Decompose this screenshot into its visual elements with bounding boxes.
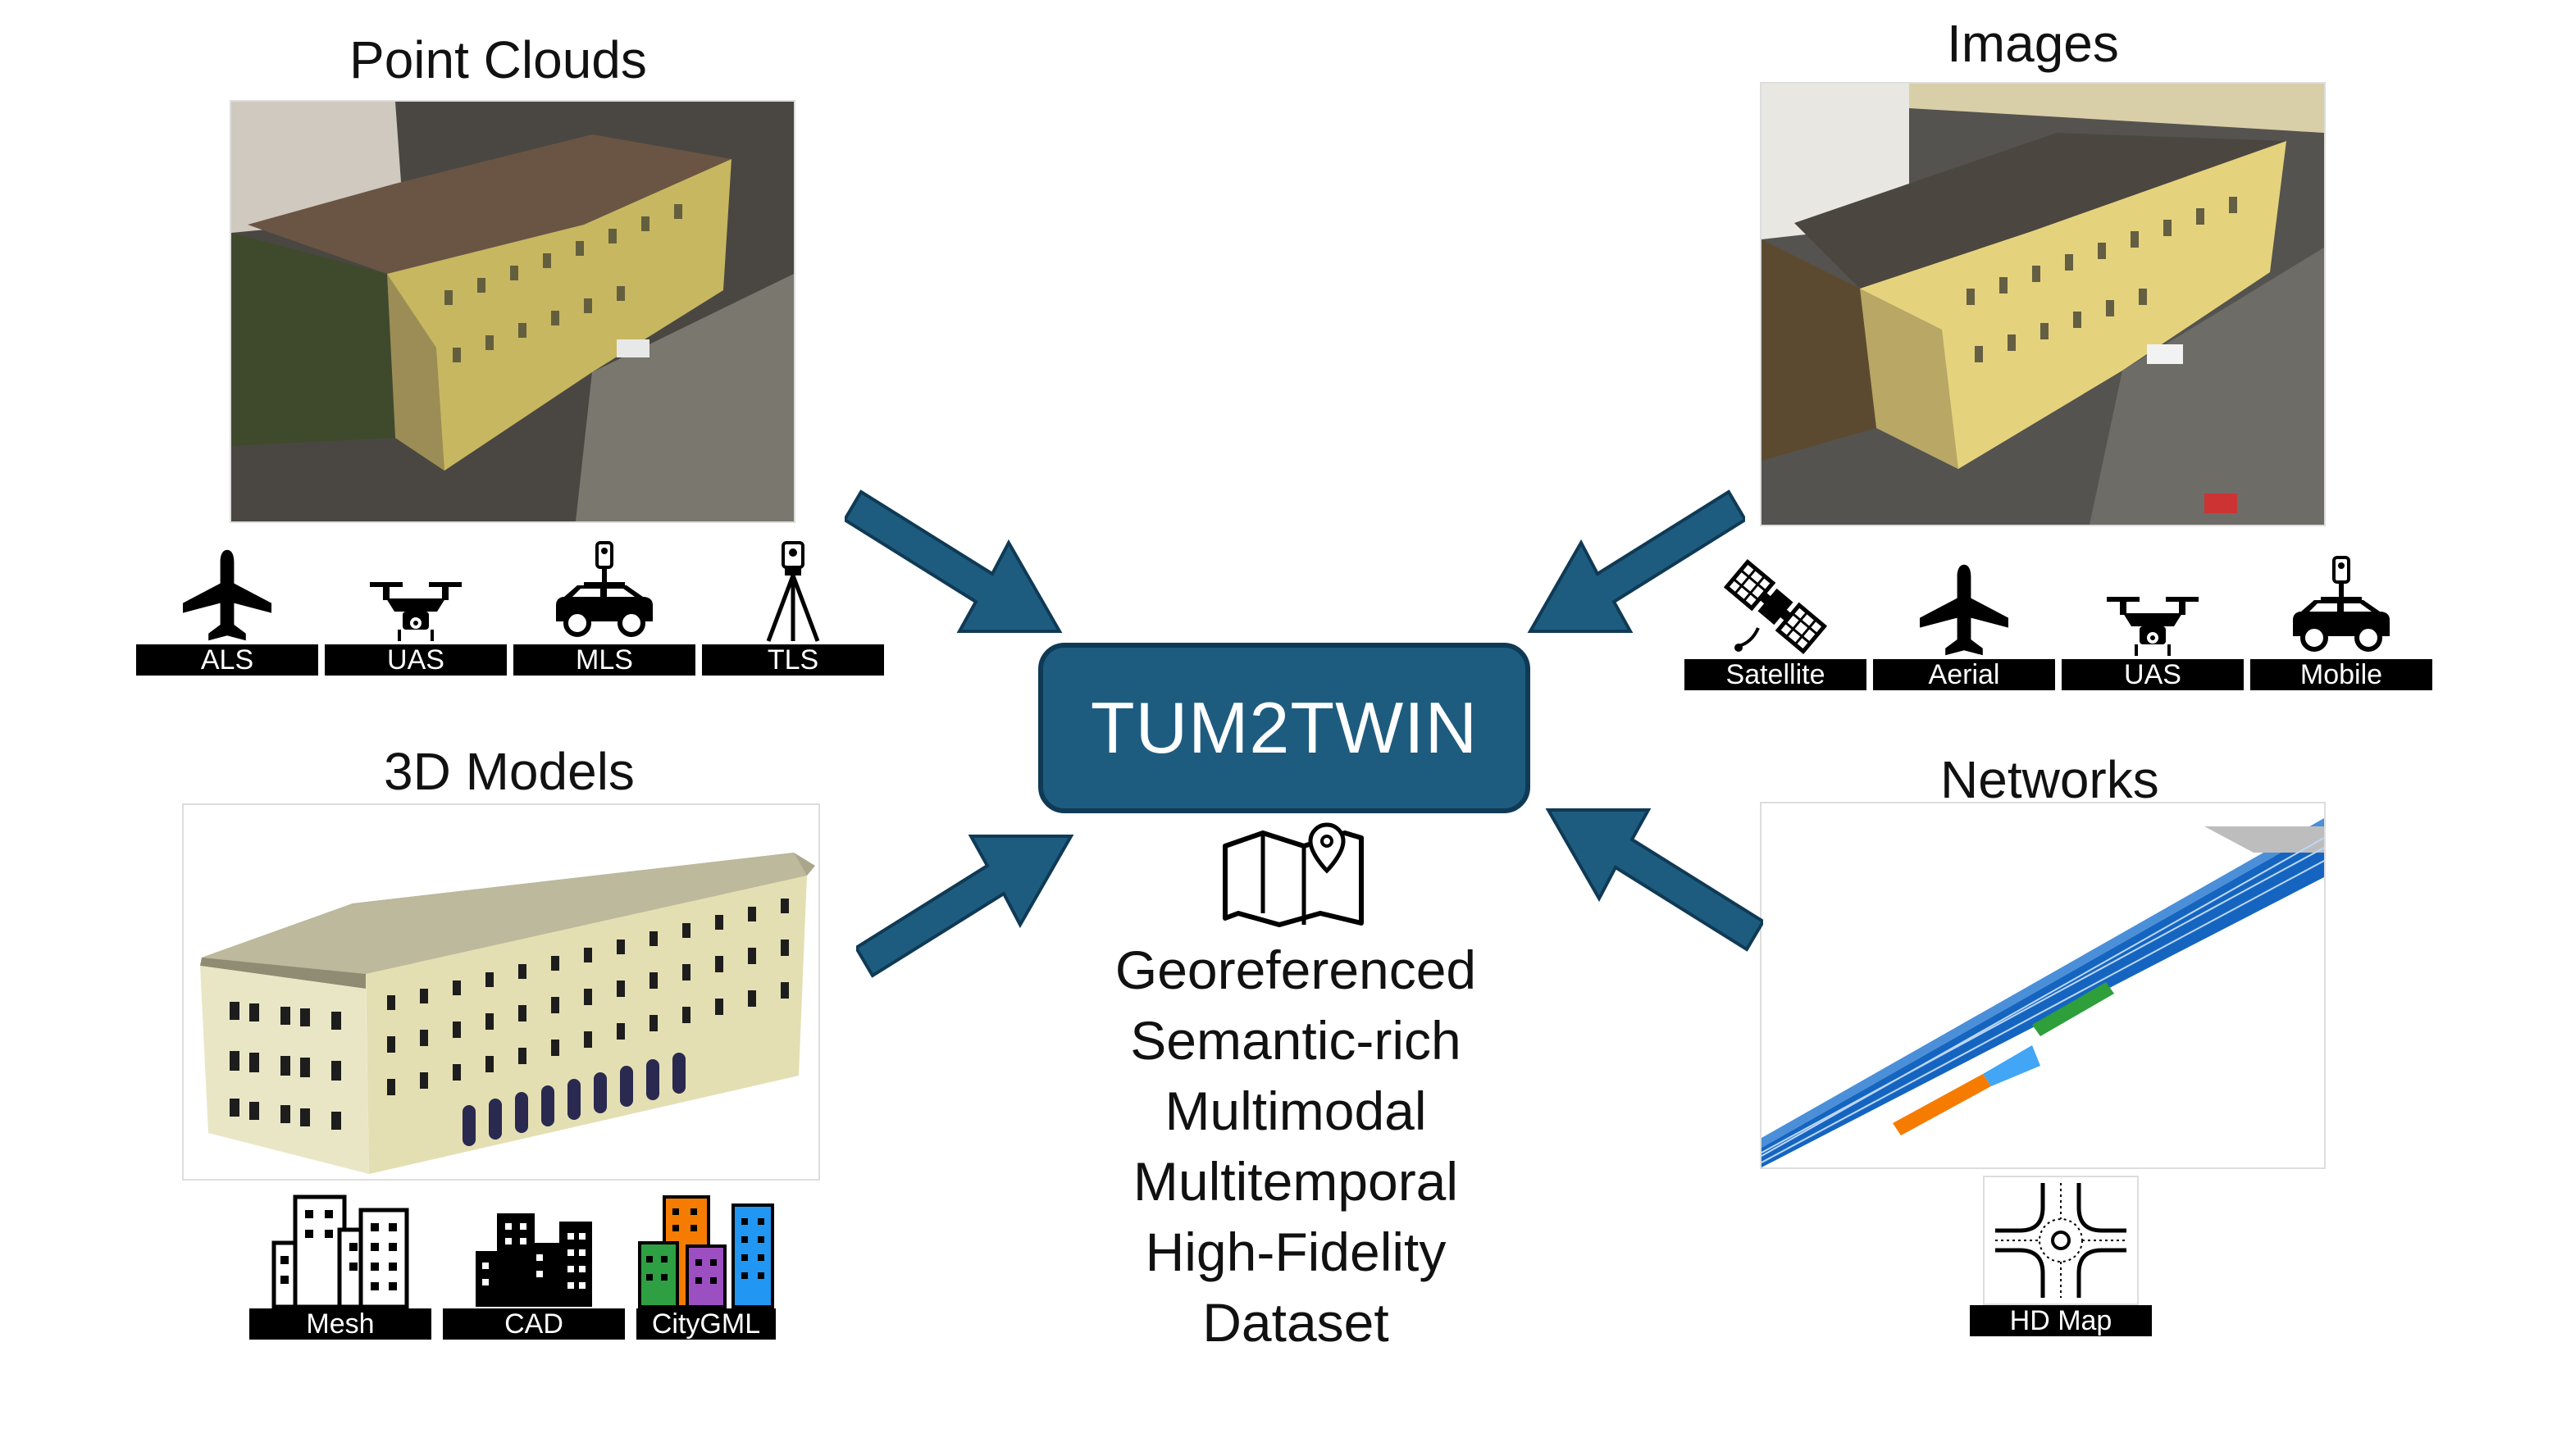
arrow-from-networks (1545, 808, 1763, 952)
image-sensors: Satellite Aerial UAS (1684, 551, 2432, 690)
sensor-mobile: Mobile (2250, 551, 2432, 690)
map-pin-icon (1223, 822, 1364, 927)
satellite-icon (1723, 558, 1828, 655)
sensor-aerial: Aerial (1873, 551, 2055, 690)
drone-icon (370, 582, 462, 641)
format-label: CAD (443, 1308, 625, 1340)
3d-building-model (182, 803, 820, 1181)
buildings-icon (638, 1195, 774, 1308)
center-title: TUM2TWIN (1090, 687, 1479, 768)
feature-item: Dataset (1202, 1292, 1389, 1353)
buildings-icon (476, 1213, 592, 1307)
format-label: CityGML (636, 1308, 776, 1340)
roundabout-icon (1995, 1183, 2126, 1298)
model-formats: Mesh CAD (249, 1190, 776, 1340)
format-mesh: Mesh (249, 1190, 431, 1340)
sensor-mls: MLS (513, 536, 695, 676)
sensor-label: TLS (702, 644, 884, 676)
feature-item: Multimodal (1164, 1081, 1427, 1141)
point-cloud-sensors: ALS UAS (136, 536, 884, 676)
networks-heading: Networks (1940, 750, 2159, 809)
sensor-als: ALS (136, 536, 318, 676)
sensor-satellite: Satellite (1684, 551, 1866, 690)
mobile-mapping-car-icon (2293, 556, 2390, 652)
network-lanes-image (1760, 802, 2326, 1169)
tum2twin-box: TUM2TWIN (1038, 643, 1530, 813)
mobile-mapping-car-icon (556, 541, 653, 637)
model-windows (230, 899, 789, 1130)
feature-item: High-Fidelity (1145, 1222, 1447, 1282)
format-cad: CAD (443, 1190, 625, 1340)
point-cloud-image (230, 100, 795, 523)
feature-item: Georeferenced (1114, 940, 1477, 1000)
format-hd-map: HD Map (1970, 1174, 2152, 1336)
sensor-uas: UAS (325, 536, 507, 676)
arrow-from-3d-models (856, 835, 1074, 978)
sensor-label: Mobile (2250, 659, 2432, 690)
sensor-label: Aerial (1873, 659, 2055, 690)
buildings-icon (271, 1194, 409, 1308)
arrow-from-point-clouds (845, 489, 1063, 633)
network-formats: HD Map (1970, 1174, 2152, 1336)
images-heading: Images (1947, 14, 2119, 73)
aerial-photo-image (1760, 82, 2326, 526)
drone-icon (2107, 597, 2199, 656)
tripod-scanner-icon (766, 541, 820, 642)
sensor-label: UAS (2062, 659, 2244, 690)
format-label: HD Map (1970, 1305, 2152, 1336)
sensor-label: Satellite (1684, 659, 1866, 690)
format-citygml: CityGML (636, 1190, 776, 1340)
airplane-icon (1920, 564, 2008, 656)
sensor-tls: TLS (702, 536, 884, 676)
feature-item: Multitemporal (1133, 1151, 1459, 1212)
sensor-uas: UAS (2062, 551, 2244, 690)
sensor-label: ALS (136, 644, 318, 676)
format-label: Mesh (249, 1308, 431, 1340)
sensor-label: UAS (325, 644, 507, 676)
sensor-label: MLS (513, 644, 695, 676)
airplane-icon (183, 549, 271, 641)
point-clouds-heading: Point Clouds (349, 30, 647, 89)
feature-item: Semantic-rich (1130, 1010, 1461, 1071)
feature-list: Georeferenced Semantic-rich Multimodal M… (1066, 935, 1525, 1358)
arrow-from-images (1527, 489, 1745, 633)
3d-models-heading: 3D Models (384, 742, 635, 801)
